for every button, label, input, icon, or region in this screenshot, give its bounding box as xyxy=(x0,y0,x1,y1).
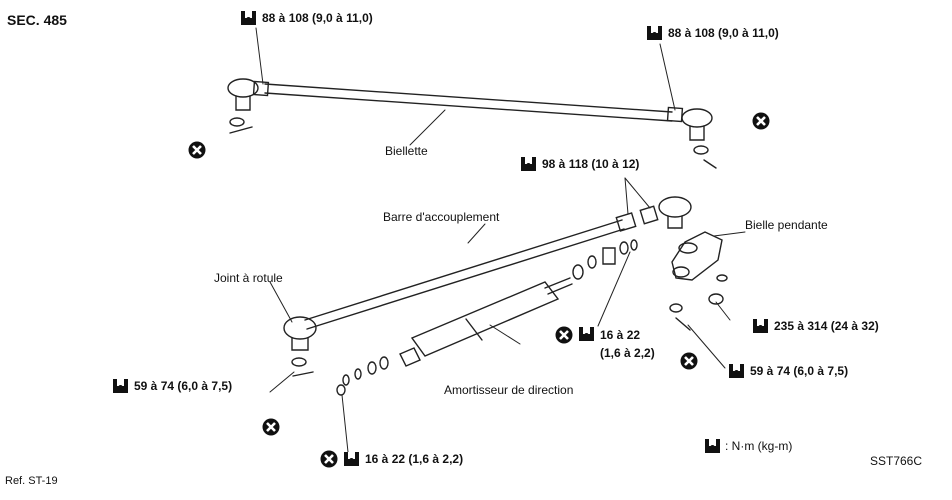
torque-wrench-icon xyxy=(579,327,594,341)
reference-note: Ref. ST-19 xyxy=(5,475,58,487)
torque-value: 59 à 74 (6,0 à 7,5) xyxy=(134,379,233,393)
torque-wrench-icon xyxy=(113,379,128,393)
torque-wrench-icon xyxy=(521,157,536,171)
torque-wrench-icon xyxy=(241,11,256,25)
biellette-rod xyxy=(227,78,717,169)
label-joint-rotule: Joint à rotule xyxy=(214,271,283,285)
barre-rod xyxy=(283,196,692,377)
bielle-pendante xyxy=(669,231,728,331)
torque-unit-legend: : N·m (kg-m) xyxy=(704,438,792,454)
do-not-reuse-icon xyxy=(320,450,338,468)
torque-damper-upper: 16 à 22 (1,6 à 2,2) xyxy=(555,326,655,362)
torque-wrench-icon xyxy=(344,452,359,466)
torque-biellette-left: 88 à 108 (9,0 à 11,0) xyxy=(240,10,373,26)
label-bielle-pendante: Bielle pendante xyxy=(745,218,828,232)
torque-value: 88 à 108 (9,0 à 11,0) xyxy=(668,26,779,40)
torque-bielle-lower: 59 à 74 (6,0 à 7,5) xyxy=(728,363,848,379)
do-not-reuse-icon xyxy=(680,352,698,370)
torque-damper-lower: 16 à 22 (1,6 à 2,2) xyxy=(320,450,463,468)
torque-wrench-icon xyxy=(729,364,744,378)
label-barre-accouplement: Barre d'accouplement xyxy=(383,210,500,224)
do-not-reuse-icon xyxy=(752,112,770,130)
torque-value-line1: 16 à 22 xyxy=(600,328,641,342)
torque-wrench-icon xyxy=(753,319,768,333)
do-not-reuse-icon xyxy=(555,326,573,344)
leader-lines xyxy=(255,27,746,453)
label-amortisseur: Amortisseur de direction xyxy=(444,383,574,397)
legend-text: : N·m (kg-m) xyxy=(725,439,793,453)
torque-bielle-nut: 235 à 314 (24 à 32) xyxy=(752,318,879,334)
amortisseur xyxy=(336,239,638,396)
torque-value: 16 à 22 (1,6 à 2,2) xyxy=(365,452,464,466)
torque-wrench-icon xyxy=(705,439,720,453)
torque-wrench-icon xyxy=(647,26,662,40)
do-not-reuse-icon xyxy=(188,141,206,159)
section-title: SEC. 485 xyxy=(7,12,67,28)
torque-biellette-right: 88 à 108 (9,0 à 11,0) xyxy=(646,25,779,41)
torque-barre-end: 98 à 118 (10 à 12) xyxy=(520,156,639,172)
do-not-reuse-icon xyxy=(262,418,280,436)
torque-joint-rotule: 59 à 74 (6,0 à 7,5) xyxy=(112,378,232,394)
figure-code: SST766C xyxy=(870,454,923,468)
label-biellette: Biellette xyxy=(385,144,428,158)
torque-value-line2: (1,6 à 2,2) xyxy=(600,346,655,360)
torque-value: 59 à 74 (6,0 à 7,5) xyxy=(750,364,849,378)
torque-value: 88 à 108 (9,0 à 11,0) xyxy=(262,11,373,25)
torque-value: 98 à 118 (10 à 12) xyxy=(542,157,640,171)
torque-value: 235 à 314 (24 à 32) xyxy=(774,319,879,333)
